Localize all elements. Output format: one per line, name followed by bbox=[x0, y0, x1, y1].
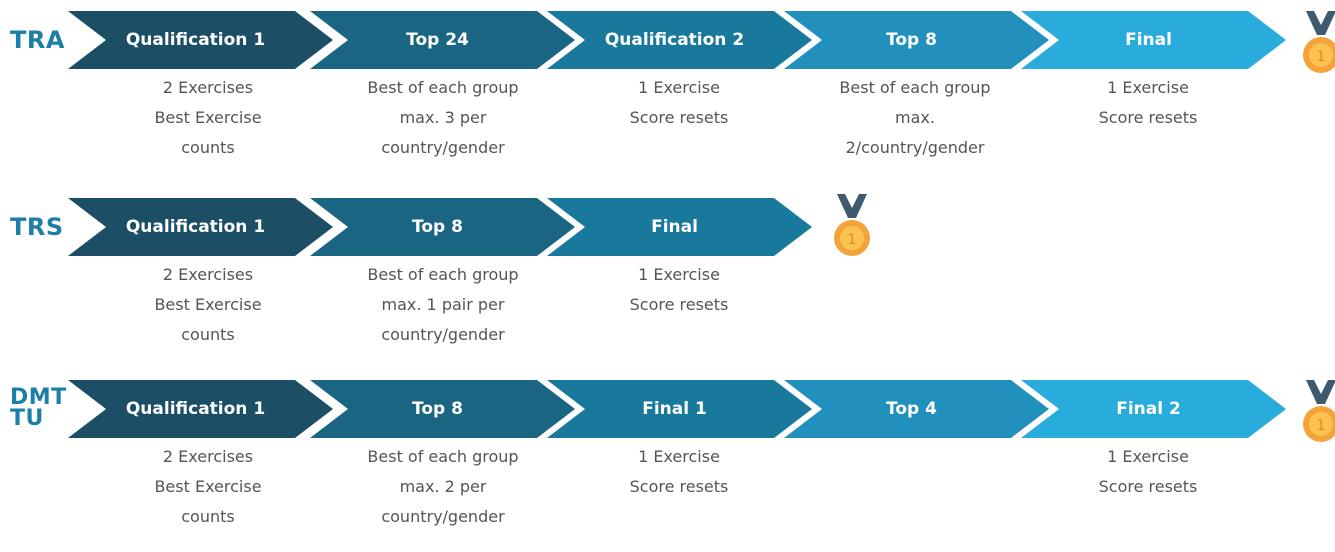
row-tra: TRA Qualification 1 Top 24 Qualification… bbox=[0, 11, 1335, 183]
desc-line: Best Exercise bbox=[154, 295, 262, 314]
medal-number: 1 bbox=[1317, 418, 1326, 434]
desc-line: counts bbox=[181, 325, 235, 344]
desc-line: max. 3 per bbox=[399, 108, 487, 127]
stage-chevron: Final 2 bbox=[1021, 380, 1286, 438]
stage-chevron: Top 8 bbox=[784, 11, 1049, 69]
stage-chevron: Qualification 1 bbox=[68, 380, 333, 438]
desc-line: max. 2 per bbox=[399, 477, 487, 496]
stage-chevron: Top 24 bbox=[310, 11, 575, 69]
stage-description: 2 Exercises Best Exercise counts bbox=[103, 442, 313, 532]
stage-title: Final 1 bbox=[642, 399, 707, 419]
stage-title: Top 8 bbox=[886, 30, 937, 50]
stage-chevron: Final bbox=[547, 198, 812, 256]
gold-medal-icon: 1 bbox=[834, 194, 870, 256]
stage-title: Top 8 bbox=[412, 399, 463, 419]
desc-line: 2 Exercises bbox=[162, 78, 254, 97]
gold-medal-icon: 1 bbox=[1303, 380, 1335, 442]
desc-line: 1 Exercise bbox=[638, 447, 720, 466]
stage-title: Final bbox=[651, 217, 698, 237]
stage-description: Best of each group max. 2 per country/ge… bbox=[338, 442, 548, 532]
desc-line: country/gender bbox=[381, 325, 505, 344]
stage-chevron: Top 8 bbox=[310, 198, 575, 256]
desc-line: country/gender bbox=[381, 138, 505, 157]
desc-line: Best of each group bbox=[367, 78, 519, 97]
desc-line: counts bbox=[181, 507, 235, 526]
desc-line: Best of each group bbox=[839, 78, 991, 97]
stage-title: Qualification 2 bbox=[604, 30, 745, 50]
stage-description: 1 Exercise Score resets bbox=[574, 442, 784, 502]
desc-line: 1 Exercise bbox=[1107, 78, 1189, 97]
stage-chevron: Qualification 1 bbox=[68, 11, 333, 69]
desc-line: country/gender bbox=[381, 507, 505, 526]
stage-chevron: Top 8 bbox=[310, 380, 575, 438]
stage-description: Best of each group max. 2/country/gender bbox=[810, 73, 1020, 163]
row-label-dmt-tu: DMT TU bbox=[10, 385, 67, 431]
row-trs: TRS Qualification 1 Top 8 Final 2 Exerci… bbox=[0, 194, 1335, 370]
desc-line: 1 Exercise bbox=[638, 78, 720, 97]
stage-chevron: Top 4 bbox=[784, 380, 1049, 438]
stage-title: Top 24 bbox=[406, 30, 469, 50]
desc-line: counts bbox=[181, 138, 235, 157]
desc-line: max. bbox=[895, 108, 935, 127]
row-label-line: DMT bbox=[10, 385, 67, 410]
desc-line: 2 Exercises bbox=[162, 265, 254, 284]
stage-title: Qualification 1 bbox=[125, 217, 266, 237]
desc-line: Best Exercise bbox=[154, 477, 262, 496]
stage-description: 1 Exercise Score resets bbox=[574, 73, 784, 133]
stage-description: 2 Exercises Best Exercise counts bbox=[103, 260, 313, 350]
desc-line: Best of each group bbox=[367, 265, 519, 284]
stage-chevron: Final 1 bbox=[547, 380, 812, 438]
medal-number: 1 bbox=[1317, 49, 1326, 65]
desc-line: Score resets bbox=[629, 295, 729, 314]
desc-line: 1 Exercise bbox=[638, 265, 720, 284]
desc-line: Score resets bbox=[1098, 108, 1198, 127]
stage-title: Top 8 bbox=[412, 217, 463, 237]
desc-line: Score resets bbox=[629, 477, 729, 496]
stage-chevron: Qualification 2 bbox=[547, 11, 812, 69]
medal-number: 1 bbox=[848, 232, 857, 248]
desc-line: Best Exercise bbox=[154, 108, 262, 127]
desc-line: Best of each group bbox=[367, 447, 519, 466]
stage-description: Best of each group max. 1 pair per count… bbox=[338, 260, 548, 350]
desc-line: Score resets bbox=[1098, 477, 1198, 496]
stage-title: Final bbox=[1125, 30, 1172, 50]
stage-description: 2 Exercises Best Exercise counts bbox=[103, 73, 313, 163]
desc-line: max. 1 pair per bbox=[381, 295, 505, 314]
stage-description: 1 Exercise Score resets bbox=[1043, 73, 1253, 133]
row-label-trs: TRS bbox=[10, 213, 64, 241]
stage-chevron: Qualification 1 bbox=[68, 198, 333, 256]
stage-description: 1 Exercise Score resets bbox=[574, 260, 784, 320]
desc-line: 2/country/gender bbox=[845, 138, 985, 157]
stage-chevron: Final bbox=[1021, 11, 1286, 69]
desc-line: 1 Exercise bbox=[1107, 447, 1189, 466]
stage-title: Final 2 bbox=[1116, 399, 1181, 419]
row-dmt-tu: DMT TU Qualification 1 Top 8 Final 1 Top… bbox=[0, 380, 1335, 552]
stage-description: 1 Exercise Score resets bbox=[1043, 442, 1253, 502]
row-label-tra: TRA bbox=[10, 26, 65, 54]
stage-title: Qualification 1 bbox=[125, 399, 266, 419]
stage-title: Top 4 bbox=[886, 399, 937, 419]
row-label-line: TU bbox=[10, 406, 44, 431]
gold-medal-icon: 1 bbox=[1303, 11, 1335, 73]
desc-line: Score resets bbox=[629, 108, 729, 127]
desc-line: 2 Exercises bbox=[162, 447, 254, 466]
stage-description: Best of each group max. 3 per country/ge… bbox=[338, 73, 548, 163]
stage-title: Qualification 1 bbox=[125, 30, 266, 50]
